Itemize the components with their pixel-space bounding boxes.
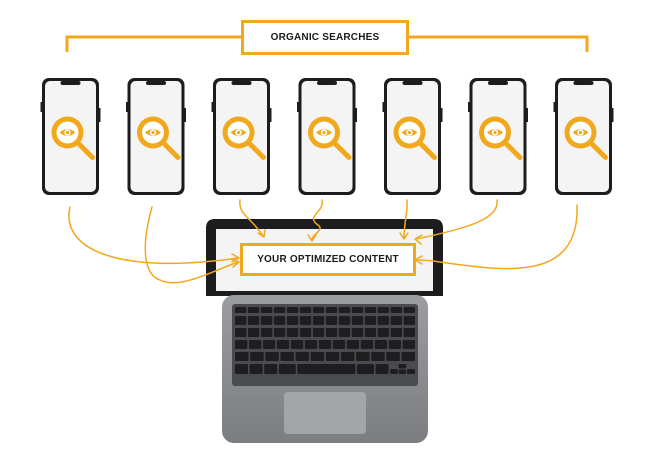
- phone-5: [382, 78, 443, 195]
- arrow-path-7: [415, 204, 578, 270]
- arrow-path-6: [415, 199, 498, 240]
- arrow-path-5: [403, 199, 408, 239]
- phone-1: [40, 78, 101, 195]
- phone-4: [297, 78, 357, 195]
- arrow-head-6: [414, 234, 423, 245]
- arrow-path-1: [68, 206, 239, 265]
- phone-6: [468, 78, 528, 195]
- optimized-content-label: YOUR OPTIMIZED CONTENT: [240, 243, 416, 276]
- arrow-path-4: [311, 199, 323, 241]
- phone-7: [553, 78, 614, 195]
- phone-2: [126, 78, 186, 195]
- top-bracket-line: [65, 35, 589, 52]
- arrow-head-4: [307, 234, 317, 242]
- phone-3: [211, 78, 272, 195]
- arrow-path-2: [144, 206, 239, 284]
- arrow-head-3: [257, 229, 266, 238]
- organic-searches-label: ORGANIC SEARCHES: [241, 20, 409, 55]
- arrow-head-5: [399, 232, 409, 240]
- arrow-path-3: [239, 199, 264, 237]
- arrow-head-2: [230, 258, 240, 268]
- keyboard: [235, 307, 415, 374]
- phone-row: [40, 78, 614, 195]
- arrow-heads: [230, 229, 423, 268]
- search-arrows: [68, 199, 578, 284]
